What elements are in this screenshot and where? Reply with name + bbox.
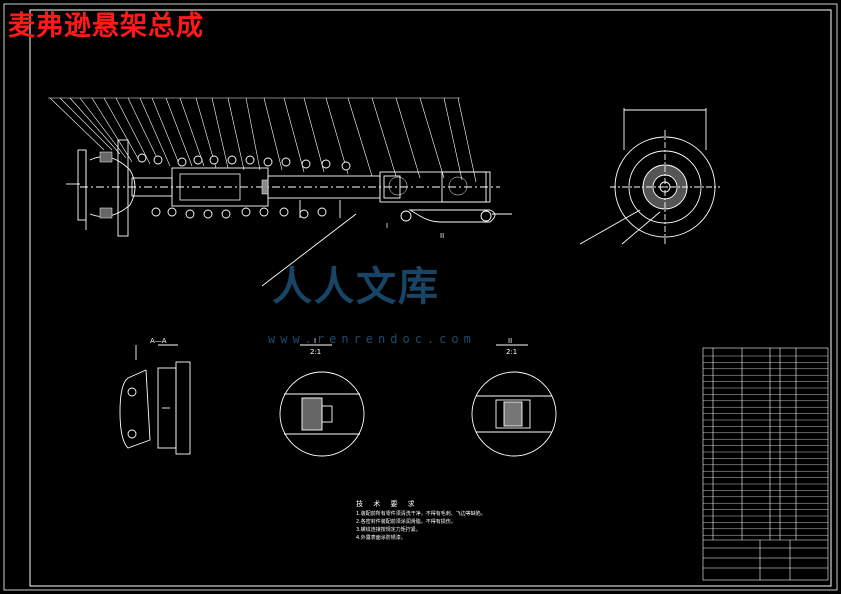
detail-1-label: I — [314, 337, 317, 345]
detail-2-label: II — [508, 337, 513, 345]
detail-1-marker: I — [386, 222, 389, 230]
outer-border — [3, 3, 838, 591]
detail-1-scale: 2:1 — [310, 348, 322, 356]
detail-2-marker: II — [440, 232, 445, 240]
watermark-text: 人人文库 — [272, 264, 440, 310]
notes-line: 2.各密封件装配前须涂润滑脂，不得有损伤。 — [356, 519, 456, 525]
notes-line: 3.螺纹连接按规定力矩拧紧。 — [356, 527, 421, 533]
leader-lines — [48, 97, 477, 183]
detail-view-2 — [471, 344, 557, 457]
coil-spring — [137, 153, 351, 219]
section-a-a-view — [119, 344, 191, 455]
strut-assembly — [66, 139, 512, 237]
hatched-sections — [99, 151, 468, 219]
section-a-a-label: A—A — [150, 337, 167, 345]
drawing-title: 麦弗逊悬架总成 — [8, 11, 204, 42]
notes-title: 技 术 要 求 — [356, 500, 419, 508]
notes-line: 1.装配前所有零件须清洗干净，不得有毛刺、飞边等缺陷。 — [356, 511, 486, 517]
detail-2-scale: 2:1 — [506, 348, 518, 356]
top-view — [261, 108, 720, 287]
technical-requirements: 技 术 要 求 1.装配前所有零件须清洗干净，不得有毛刺、飞边等缺陷。 2.各密… — [356, 500, 486, 542]
watermark-url: www.renrendoc.com — [268, 332, 476, 346]
notes-line: 4.外露表面涂防锈漆。 — [356, 535, 406, 541]
parts-list-table — [702, 347, 829, 581]
inner-border — [29, 9, 832, 587]
detail-view-1 — [279, 344, 365, 457]
parts-list-rows — [703, 355, 828, 536]
